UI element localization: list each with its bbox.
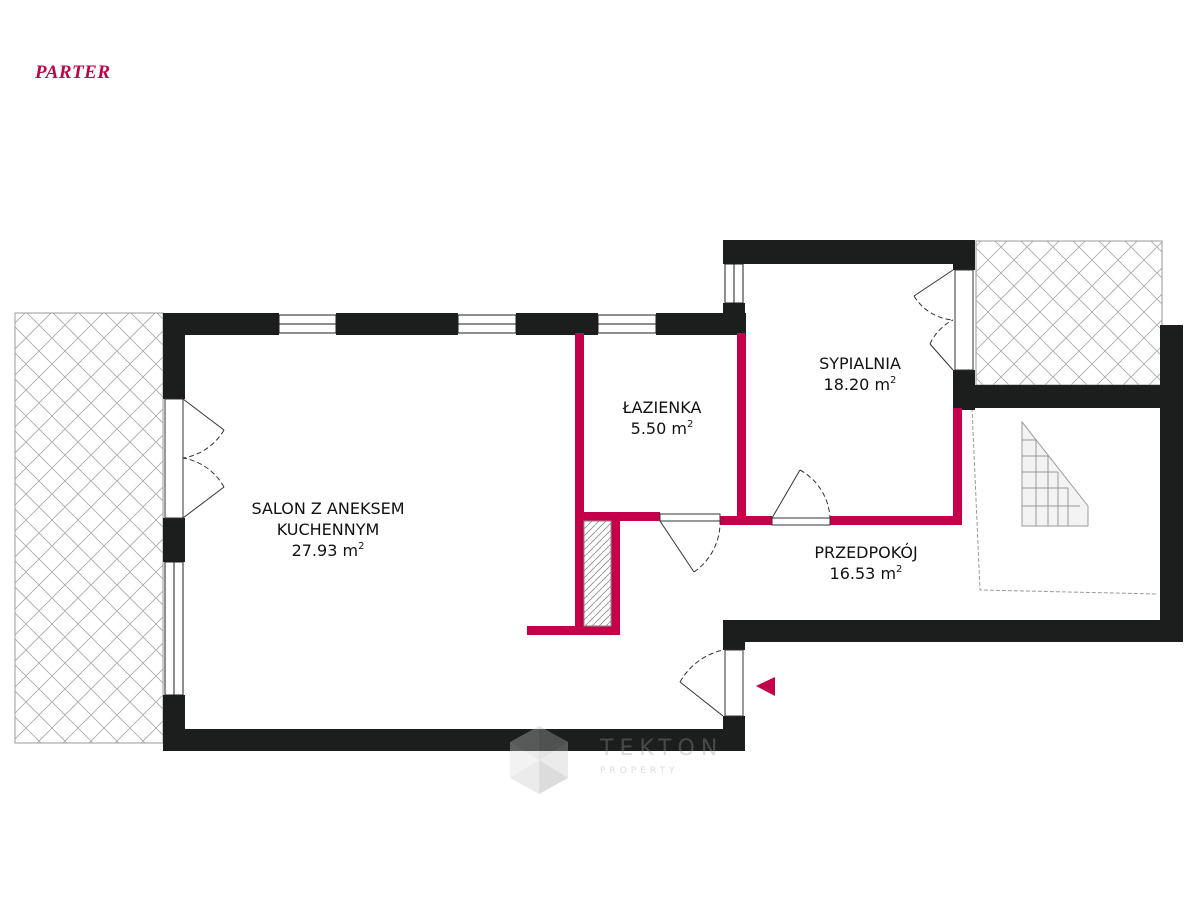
room-label-salon: SALON Z ANEKSEM KUCHENNYM 27.93 m2: [251, 498, 404, 561]
logo-mark-icon: [510, 726, 568, 794]
terrace-left: [14, 312, 164, 744]
terrace-right: [975, 240, 1163, 386]
room-name: SYPIALNIA: [819, 354, 901, 373]
room-name: KUCHENNYM: [276, 520, 380, 539]
exterior-walls: [163, 240, 1183, 751]
logo-name: TEKTON: [600, 736, 724, 761]
room-area: 18.20 m2: [823, 375, 897, 394]
interior-walls: [527, 333, 962, 635]
room-name: PRZEDPOKÓJ: [814, 543, 918, 562]
room-label-lazienka: ŁAZIENKA 5.50 m2: [623, 397, 702, 439]
entrance-triangle-icon: [756, 677, 775, 696]
logo-subtitle: PROPERTY: [600, 766, 679, 776]
room-area: 27.93 m2: [291, 541, 365, 560]
room-label-sypialnia: SYPIALNIA 18.20 m2: [819, 353, 901, 395]
room-label-przedpokoj: PRZEDPOKÓJ 16.53 m2: [814, 542, 917, 584]
room-area: 16.53 m2: [829, 564, 903, 583]
room-name: ŁAZIENKA: [622, 398, 702, 417]
staircase: [971, 407, 1159, 595]
floor-title: PARTER: [35, 62, 111, 83]
doors: [164, 269, 974, 717]
room-area: 5.50 m2: [630, 419, 694, 438]
room-name: SALON Z ANEKSEM: [251, 499, 405, 518]
shaft: [583, 520, 612, 627]
company-logo: TEKTON PROPERTY: [508, 724, 717, 804]
